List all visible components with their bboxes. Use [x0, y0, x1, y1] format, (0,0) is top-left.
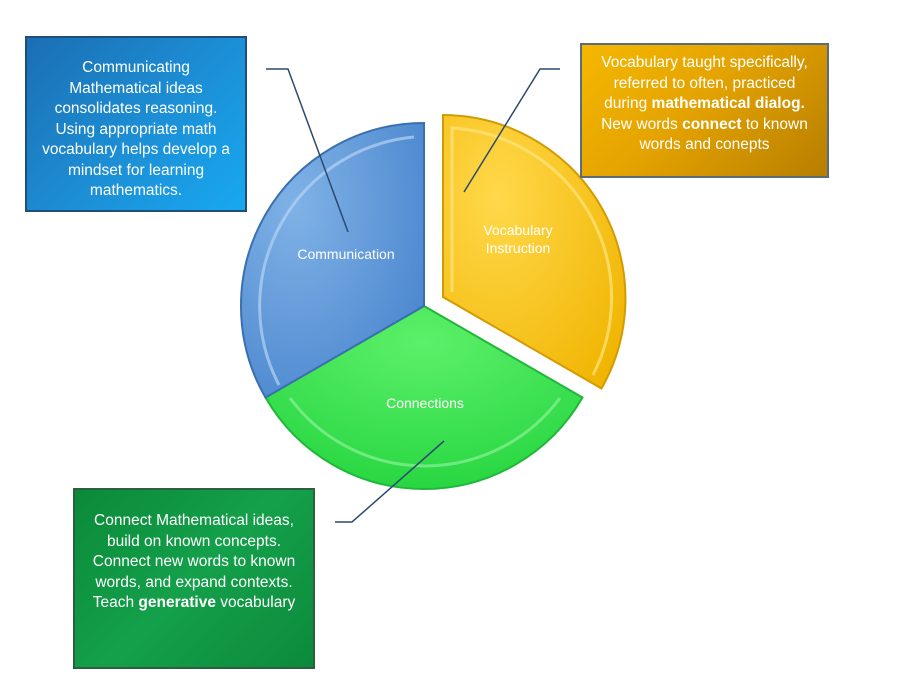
segment-vocabulary-instruction: [442, 113, 627, 390]
connector-communication: [266, 68, 349, 233]
callout-connections: Connect Mathematical ideas, build on kno…: [73, 488, 315, 669]
callout-communication-text: Communicating Mathematical ideas consoli…: [42, 59, 230, 199]
segment-communication: [240, 121, 425, 399]
callout-communication: Communicating Mathematical ideas consoli…: [25, 36, 247, 212]
connector-vocabulary: [463, 68, 560, 193]
segment-label-vocabulary-line-1: Vocabulary: [483, 222, 552, 238]
callout-vocabulary-bold-1: mathematical dialog.: [651, 95, 805, 112]
callout-vocabulary-text-2: New words: [601, 115, 683, 133]
callout-connections-text-1: Connect Mathematical ideas, build on kno…: [92, 512, 296, 611]
callout-vocabulary-text-3: to known words and conepts: [639, 115, 808, 154]
callout-vocabulary-text-1: Vocabulary taught specifically, referred…: [601, 54, 808, 112]
segment-label-connections: Connections: [386, 395, 464, 411]
segment-vocabulary-bevel: [450, 126, 614, 376]
callout-vocabulary-instruction: Vocabulary taught specifically, referred…: [580, 43, 829, 178]
segment-label-communication: Communication: [297, 246, 394, 262]
segment-connections-bevel: [288, 397, 562, 468]
connector-connections: [335, 440, 445, 523]
segment-communication-bevel: [258, 135, 415, 386]
callout-connections-bold-1: generative: [138, 594, 216, 611]
segment-label-vocabulary-line-2: Instruction: [486, 240, 551, 256]
callout-vocabulary-bold-2: connect: [682, 115, 742, 133]
callout-connections-text-2: vocabulary: [215, 594, 296, 611]
segment-connections: [264, 304, 584, 490]
